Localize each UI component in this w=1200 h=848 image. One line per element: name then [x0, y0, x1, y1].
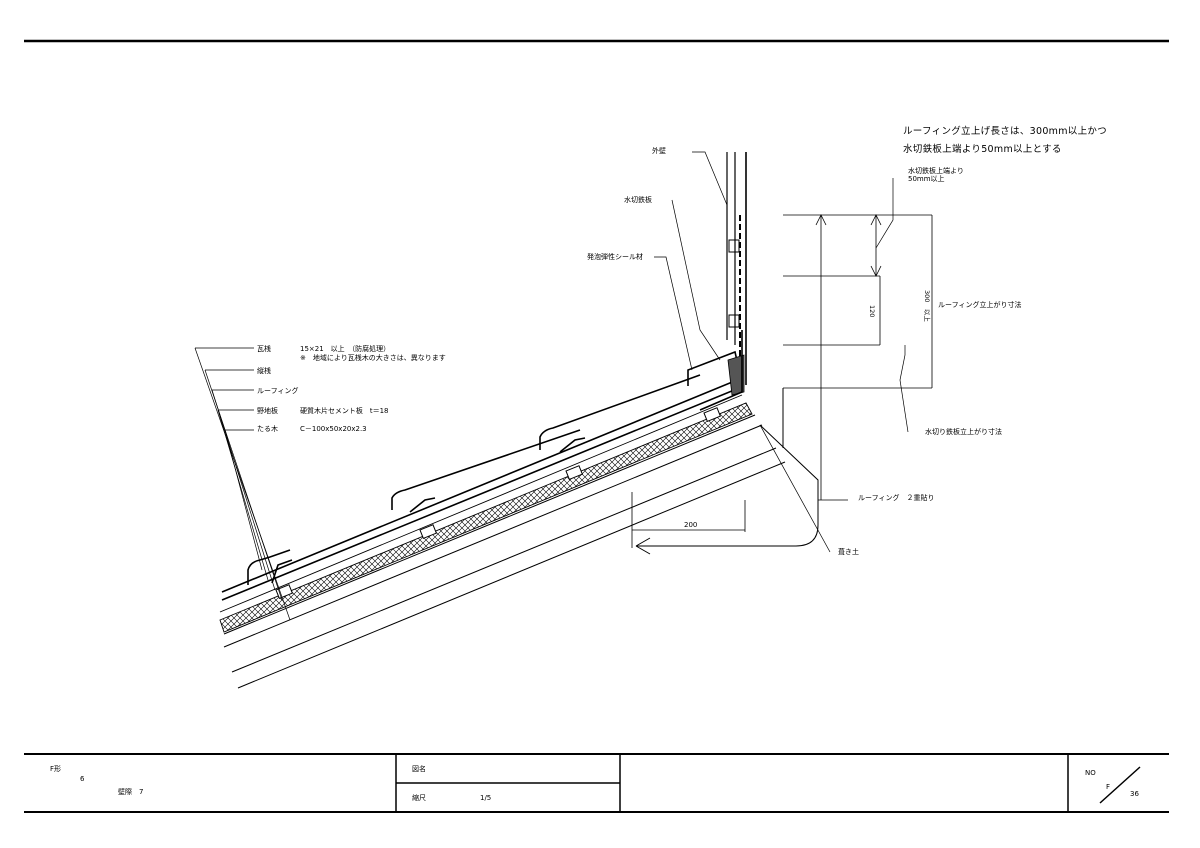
tb-no-prefix: F — [1106, 783, 1111, 791]
batten-blocks — [275, 407, 722, 599]
tb-drawing-name-label: 図名 — [412, 765, 426, 773]
callout-flashing-rise: 水切り鉄板立上がり寸法 — [925, 428, 1002, 436]
tb-scale-value: 1/5 — [480, 794, 492, 802]
callout-roofing-rise: ルーフィング立上がり寸法 — [938, 301, 1022, 309]
tb-location: 壁際 7 — [118, 788, 144, 796]
callout-outer-wall: 外壁 — [652, 147, 666, 155]
dim-200: 200 — [684, 521, 698, 529]
main-note-line2: 水切鉄板上端より50mm以上とする — [903, 144, 1062, 155]
roofing-double-line — [636, 388, 819, 547]
flashing-sheet — [699, 330, 743, 411]
rafter-lines — [223, 424, 786, 689]
legend-name-2: 縦桟 — [257, 367, 271, 375]
legend-name-5: たる木 — [257, 425, 278, 433]
sub-note-line2: 50mm以上 — [908, 175, 945, 183]
callout-mortar: 葺き土 — [838, 548, 859, 556]
roofing-membrane — [219, 402, 753, 633]
callout-flashing: 水切鉄板 — [624, 196, 652, 204]
dim-120: 120 — [868, 305, 876, 318]
tb-scale-label: 縮尺 — [412, 794, 426, 802]
legend-name-4: 野地板 — [257, 407, 278, 415]
roof-tiles — [221, 350, 745, 601]
title-block — [24, 753, 1169, 813]
tb-no-label: NO — [1085, 769, 1096, 777]
legend-name-3: ルーフィング — [257, 387, 299, 395]
sheathing-board — [223, 414, 756, 635]
tb-no-number: 36 — [1130, 790, 1139, 798]
outer-wall — [726, 152, 747, 385]
legend-spec-5: C－100x50x20x2.3 — [300, 425, 367, 433]
legend-spec-4: 硬質木片セメント板 t＝18 — [300, 407, 389, 415]
main-note-line1: ルーフィング立上げ長さは、300mm以上かつ — [903, 126, 1107, 137]
sealant-block — [727, 354, 745, 396]
tb-fig-num: 6 — [80, 775, 85, 783]
dimension-lines — [631, 214, 933, 548]
legend-spec-1: ※ 地域により瓦桟木の大きさは、異なります — [300, 354, 446, 362]
leader-lines — [194, 151, 909, 621]
tb-fig-label: F形 — [50, 765, 62, 773]
legend-name-0: 瓦桟 — [257, 345, 271, 353]
callout-roofing-double: ルーフィング ２重貼り — [858, 494, 935, 502]
sub-note-line1: 水切鉄板上端より — [908, 167, 964, 175]
callout-sealant: 発泡弾性シール材 — [587, 253, 643, 261]
legend-spec-0: 15×21 以上 （防腐処理） — [300, 345, 391, 353]
dim-300: 300 以上 — [923, 290, 931, 322]
